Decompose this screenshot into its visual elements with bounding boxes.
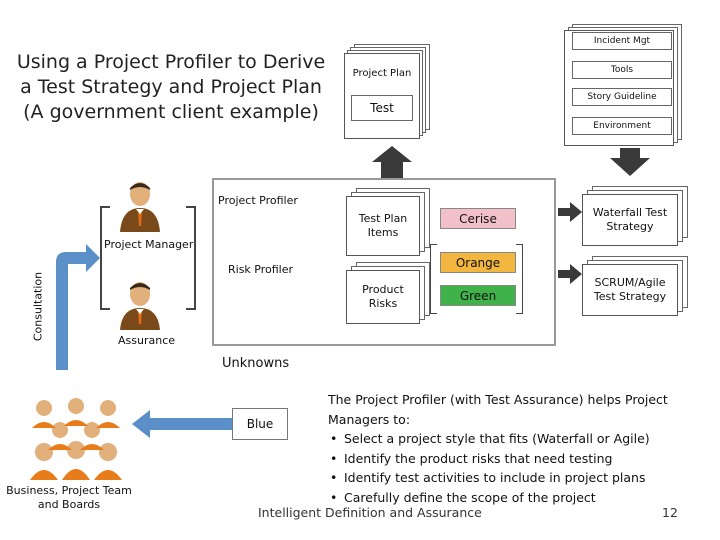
blue-box: Blue <box>232 408 288 440</box>
team-group-icon <box>30 398 122 480</box>
left-arrow-blue-icon <box>132 410 232 438</box>
product-risks-label: Product Risks <box>362 283 404 310</box>
consultation-arrow-icon <box>56 244 100 370</box>
story-guideline-doc: Story Guideline <box>572 88 672 106</box>
project-plan-label: Project Plan <box>352 68 412 79</box>
assurance-person-icon <box>120 282 160 330</box>
waterfall-strategy-stack: Waterfall Test Strategy <box>582 186 688 246</box>
color-right-bracket <box>516 244 523 314</box>
cerise-label: Cerise <box>459 211 497 226</box>
waterfall-strategy-label: Waterfall Test Strategy <box>592 206 668 233</box>
team-label: Business, Project Team and Boards <box>6 484 132 511</box>
cerise-badge: Cerise <box>440 208 516 229</box>
assurance-label: Assurance <box>118 334 176 347</box>
description-block: The Project Profiler (with Test Assuranc… <box>328 390 678 507</box>
up-arrow-icon <box>372 146 412 180</box>
title-line-3: (A government client example) <box>23 101 319 123</box>
risk-profiler-label: Risk Profiler <box>228 263 294 276</box>
scrum-strategy-label: SCRUM/Agile Test Strategy <box>593 276 667 303</box>
incident-doc: Incident Mgt <box>572 32 672 50</box>
right-arrow-waterfall-icon <box>558 202 582 222</box>
tools-label: Tools <box>610 65 634 75</box>
footer-text: Intelligent Definition and Assurance <box>258 505 482 520</box>
story-guideline-label: Story Guideline <box>587 92 657 102</box>
title-line-1: Using a Project Profiler to Derive <box>16 51 326 73</box>
scrum-strategy-stack: SCRUM/Agile Test Strategy <box>582 256 688 316</box>
project-manager-icon <box>120 182 160 232</box>
orange-badge: Orange <box>440 252 516 273</box>
bullet-item: Identify the product risks that need tes… <box>330 449 678 469</box>
test-doc-label: Test <box>370 101 394 115</box>
bullet-item: Select a project style that fits (Waterf… <box>330 429 678 449</box>
right-bracket <box>186 206 196 310</box>
color-left-bracket <box>430 244 437 314</box>
blue-label: Blue <box>246 417 274 431</box>
unknowns-label: Unknowns <box>222 356 290 371</box>
page-number: 12 <box>662 505 678 520</box>
test-plan-items-label: Test Plan Items <box>358 212 408 239</box>
profiler-title: Project Profiler <box>218 194 298 207</box>
bullet-item: Identify test activities to include in p… <box>330 468 678 488</box>
right-arrow-scrum-icon <box>558 264 582 284</box>
test-doc-box: Test <box>351 95 413 121</box>
left-bracket <box>100 206 110 310</box>
incident-label: Incident Mgt <box>593 36 651 46</box>
project-plan-stack: Project Plan Test <box>344 44 430 139</box>
description-intro: The Project Profiler (with Test Assuranc… <box>328 392 668 427</box>
orange-label: Orange <box>455 255 501 270</box>
environment-label: Environment <box>593 121 651 131</box>
description-bullets: Select a project style that fits (Waterf… <box>328 429 678 507</box>
environment-doc: Environment <box>572 117 672 135</box>
bullet-item: Carefully define the scope of the projec… <box>330 488 678 508</box>
green-label: Green <box>459 288 497 303</box>
title-line-2: a Test Strategy and Project Plan <box>20 76 322 98</box>
slide-title: Using a Project Profiler to Derive a Tes… <box>6 50 336 125</box>
consultation-label: Consultation <box>31 271 45 342</box>
down-arrow-icon <box>610 148 650 176</box>
product-risks-stack: Product Risks <box>346 262 430 324</box>
tools-doc: Tools <box>572 61 672 79</box>
test-plan-items-stack: Test Plan Items <box>346 188 430 256</box>
project-manager-label: Project Manager <box>104 238 194 251</box>
green-badge: Green <box>440 285 516 306</box>
